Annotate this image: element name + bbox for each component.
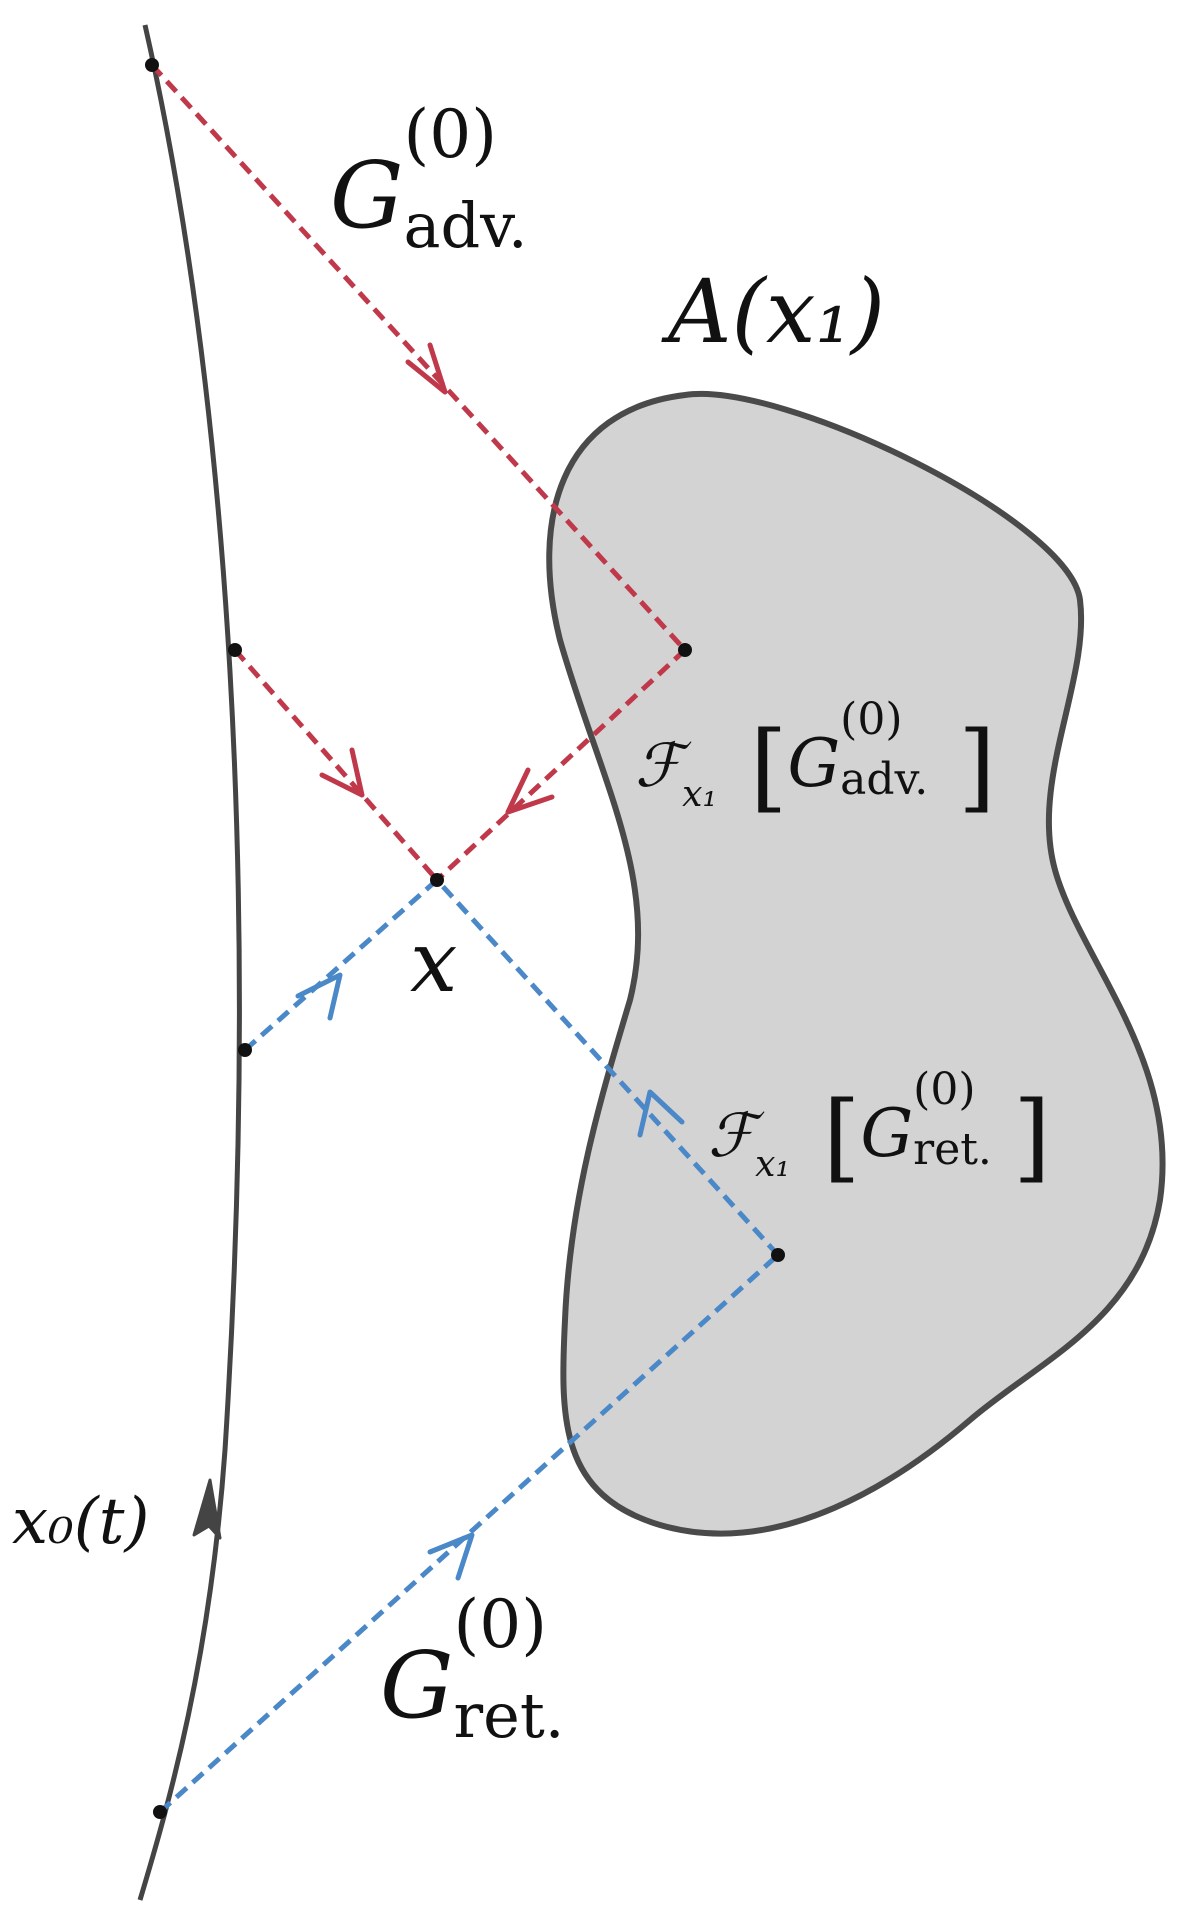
label-worldline: x₀(t) [12,1485,150,1559]
functional-adv-close: ] [958,711,996,823]
g-adv-sup: (0) [403,96,498,173]
functional-ret-base: G [860,1095,914,1172]
ret-arrow-up-icon [637,1089,685,1138]
functional-adv-sup: (0) [840,694,903,745]
vertex-low-icon [238,1043,252,1057]
ret-line-bottom [158,1253,780,1814]
vertex-adv-source-icon [678,643,692,657]
g-ret-sub: ret. [453,1679,565,1752]
g-ret-base: G [380,1632,454,1739]
vertex-x-icon [430,873,444,887]
label-region-a: A(x₁) [668,260,886,363]
ret-line-up [435,878,780,1257]
adv-arrow-top-icon [405,342,448,395]
vertex-ret-source-icon [771,1248,785,1262]
ret-line-left [243,878,439,1052]
worldline-arrow-icon [192,1478,222,1540]
label-functional-adv: ℱx₁ [G (0) adv. ] [635,698,996,816]
label-functional-ret: ℱx₁ [G (0) ret. ] [708,1068,1051,1186]
functional-adv-op: ℱ [635,731,683,801]
g-adv-sub: adv. [403,189,528,262]
worldline-curve [137,24,242,1901]
region-a-x1 [546,390,1166,1537]
advanced-propagator [150,63,687,882]
retarded-propagator [158,878,780,1814]
retarded-arrowheads [295,972,685,1581]
g-adv-base: G [330,142,404,249]
advanced-arrowheads [319,342,555,815]
vertex-mid-icon [228,643,242,657]
vertex-bottom-icon [153,1805,167,1819]
functional-ret-sup: (0) [913,1064,976,1115]
adv-arrow-right-icon [505,767,555,815]
functional-adv-base: G [787,725,841,802]
ret-arrow-left-icon [295,972,343,1021]
functional-adv-open: [ [749,711,788,823]
vertices [145,58,785,1819]
functional-ret-open: [ [822,1081,861,1193]
label-point-x: x [410,913,458,1011]
adv-arrow-left-icon [319,747,365,798]
functional-ret-close: ] [1013,1081,1051,1193]
functional-ret-op: ℱ [708,1101,756,1171]
g-ret-sup: (0) [453,1586,548,1663]
functional-ret-op-sub: x₁ [755,1144,790,1185]
functional-ret-sub: ret. [913,1124,992,1175]
label-g-adv: G (0) adv. [330,102,554,257]
functional-adv-op-sub: x₁ [682,774,717,815]
vertex-top-icon [145,58,159,72]
adv-line-return [435,648,687,882]
ret-arrow-bottom-icon [427,1532,475,1581]
label-g-ret: G (0) ret. [380,1592,594,1747]
functional-adv-sub: adv. [840,754,929,805]
adv-line-left [233,648,439,882]
